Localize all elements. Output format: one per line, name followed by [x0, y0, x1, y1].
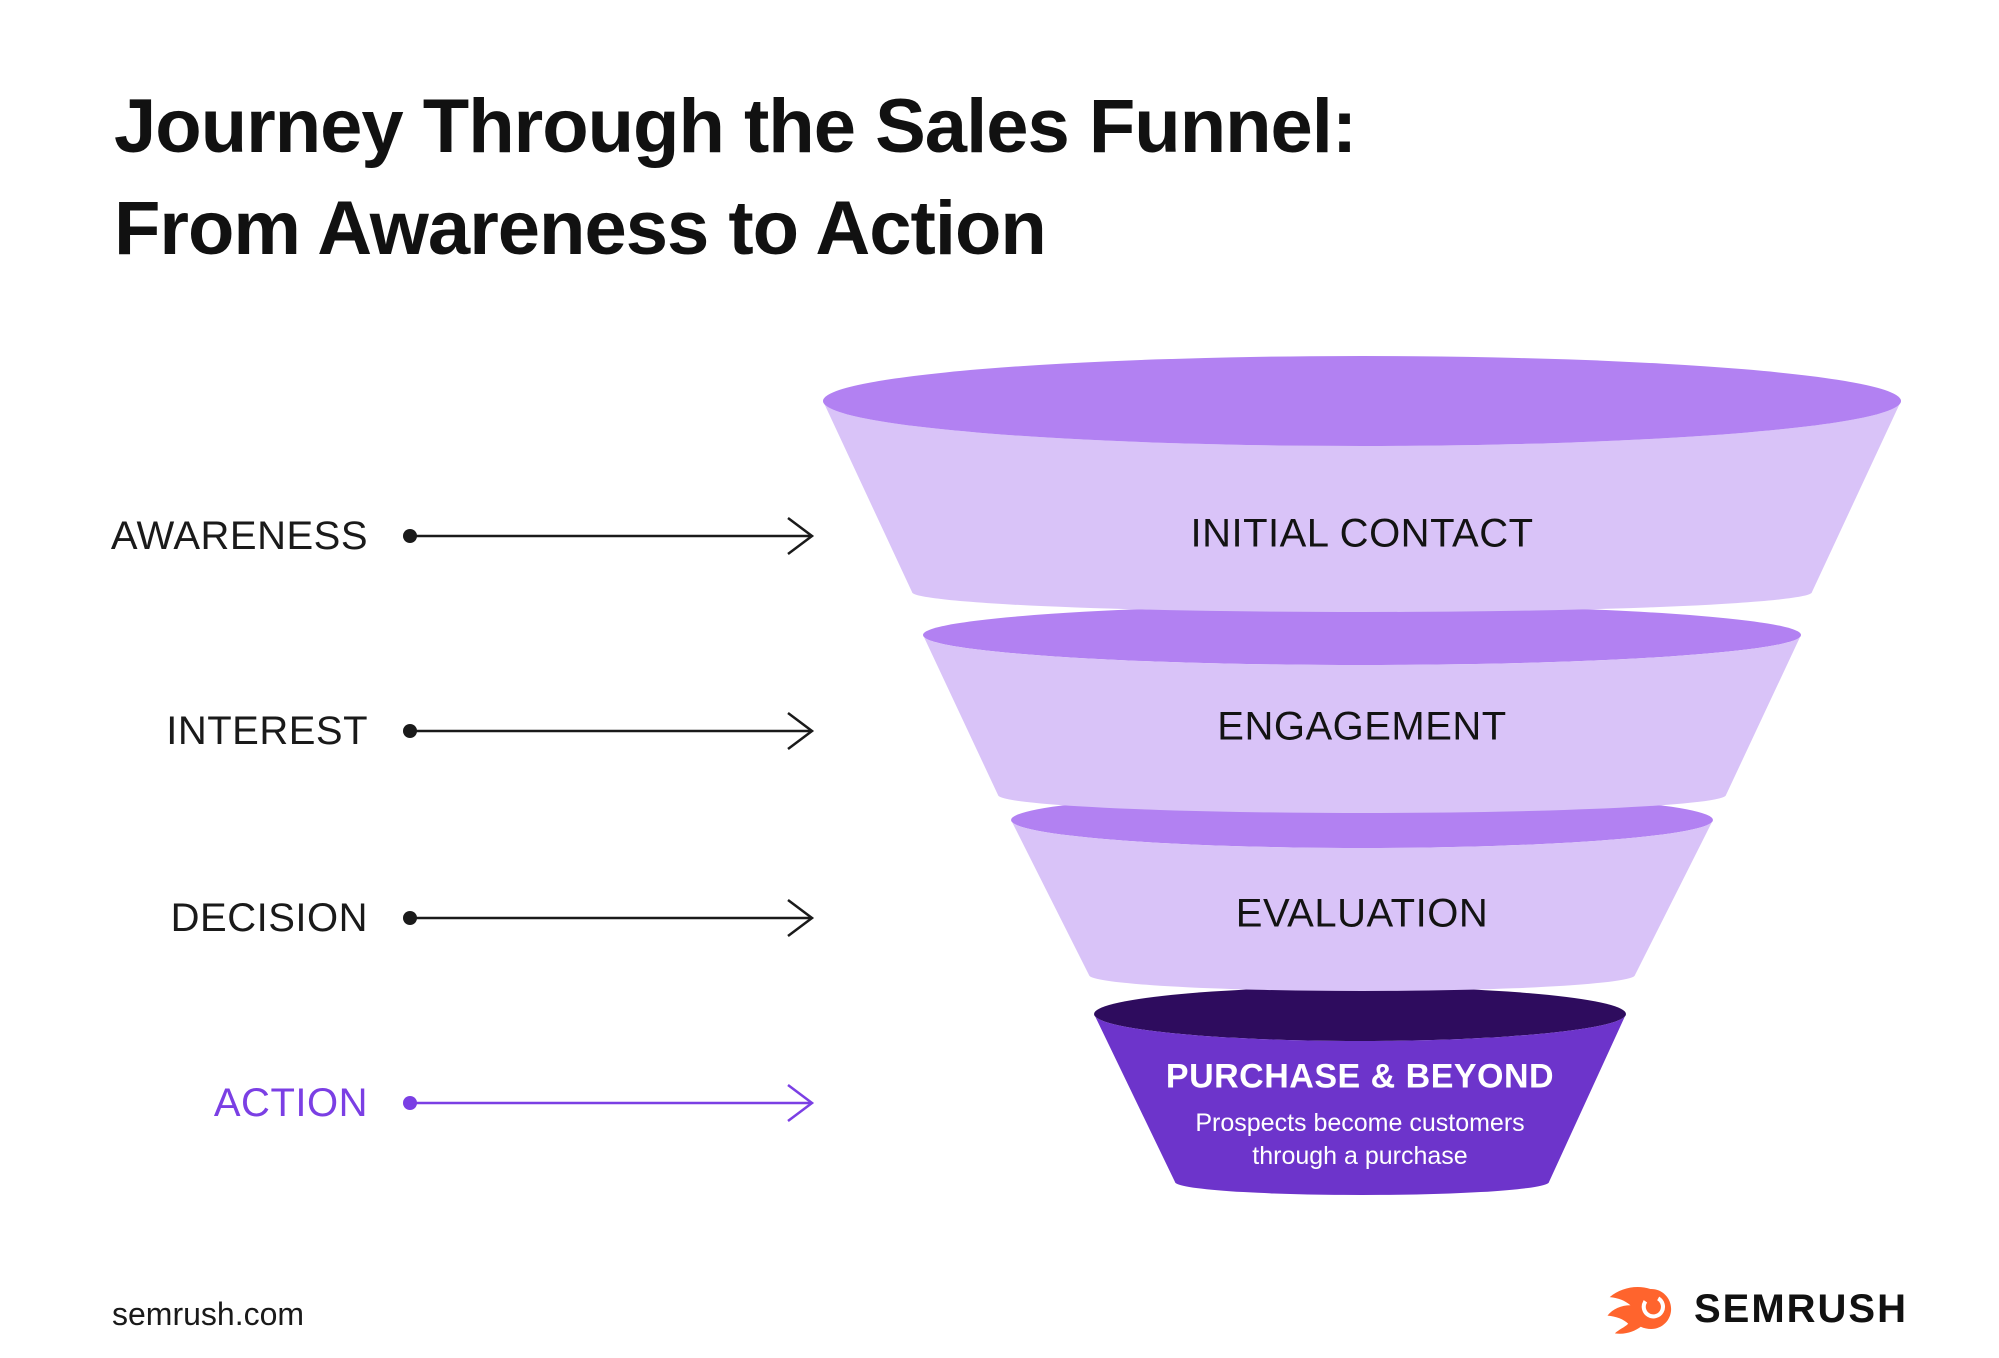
funnel-tier4-subtext-line-1: Prospects become customers: [1195, 1109, 1525, 1137]
stage-row-action: ACTION: [100, 1079, 822, 1127]
funnel-tier3-body: [1011, 820, 1713, 991]
stage-row-decision: DECISION: [100, 894, 822, 942]
semrush-logo: SEMRUSH: [1606, 1282, 1908, 1336]
arrow-right-icon: [403, 712, 815, 750]
page-title-line-2: From Awareness to Action: [114, 186, 1047, 271]
arrow-right-icon: [403, 1084, 815, 1122]
stage-label-interest: INTEREST: [166, 708, 368, 753]
funnel-tier4-body: [1094, 1014, 1626, 1195]
semrush-logotype: SEMRUSH: [1693, 1286, 1908, 1331]
semrush-flame-icon: [1607, 1287, 1672, 1334]
funnel-tier1-opening-ellipse: [823, 356, 1901, 446]
funnel-tier4-subtext: Prospects become customers through a pur…: [1195, 1107, 1524, 1173]
stage-label-awareness: AWARENESS: [110, 513, 368, 558]
stage-row-awareness: AWARENESS: [100, 512, 822, 560]
funnel-tier2-top-ellipse: [923, 605, 1801, 665]
stage-label-decision: DECISION: [170, 895, 368, 940]
funnel-tier1-body: [823, 401, 1901, 612]
arrow-right-icon: [403, 517, 815, 555]
funnel-tier4-subtext-line-2: through a purchase: [1252, 1142, 1468, 1170]
funnel-tier2-body: [923, 635, 1801, 813]
funnel-tier2-label: ENGAGEMENT: [1217, 704, 1507, 749]
funnel-tier3-label: EVALUATION: [1235, 891, 1489, 936]
funnel-tier4-label: PURCHASE & BEYOND: [1165, 1057, 1555, 1096]
stage-row-interest: INTEREST: [100, 707, 822, 755]
stage-label-action: ACTION: [213, 1080, 368, 1125]
page-title-line-1: Journey Through the Sales Funnel:: [114, 84, 1357, 169]
funnel-tier1-label: INITIAL CONTACT: [1190, 511, 1534, 556]
footer-website-text: semrush.com: [112, 1296, 305, 1332]
page-title: Journey Through the Sales Funnel: From A…: [114, 76, 1357, 280]
arrow-right-icon: [403, 899, 815, 937]
funnel-tier4-top-ellipse: [1094, 987, 1626, 1041]
